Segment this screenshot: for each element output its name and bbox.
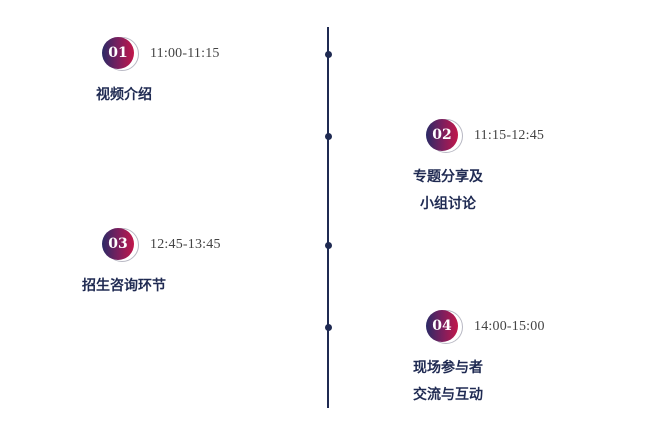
- item-title-line-1: 视频介绍: [96, 87, 152, 103]
- item-number: 03: [108, 236, 128, 252]
- item-title-line-1: 现场参与者: [413, 360, 483, 376]
- badge-circle: 02: [426, 119, 458, 151]
- badge-circle: 01: [102, 37, 134, 69]
- timeline-item-header: 01 11:00-11:15: [102, 36, 220, 72]
- item-number: 01: [108, 45, 128, 61]
- item-time: 12:45-13:45: [150, 237, 221, 252]
- item-time: 14:00-15:00: [474, 319, 545, 334]
- badge-circle: 03: [102, 228, 134, 260]
- item-title-line-2: 小组讨论: [420, 196, 476, 212]
- item-title-line-1: 专题分享及: [413, 169, 483, 185]
- timeline-dot-3: [324, 241, 332, 249]
- timeline-dot-1: [324, 50, 332, 58]
- timeline-axis: [327, 27, 329, 408]
- numbered-badge-icon: 04: [426, 309, 463, 345]
- badge-circle: 04: [426, 310, 458, 342]
- item-title-line-1: 招生咨询环节: [82, 278, 166, 294]
- item-title-line-2: 交流与互动: [413, 387, 483, 403]
- item-time: 11:00-11:15: [150, 46, 220, 61]
- item-number: 04: [432, 318, 452, 334]
- numbered-badge-icon: 02: [426, 118, 463, 154]
- item-number: 02: [432, 127, 452, 143]
- numbered-badge-icon: 01: [102, 36, 139, 72]
- timeline-dot-2: [324, 132, 332, 140]
- timeline-item-header: 03 12:45-13:45: [102, 227, 221, 263]
- numbered-badge-icon: 03: [102, 227, 139, 263]
- timeline-item-header: 04 14:00-15:00: [426, 309, 545, 345]
- item-time: 11:15-12:45: [474, 128, 545, 143]
- timeline-dot-4: [324, 323, 332, 331]
- timeline-item-header: 02 11:15-12:45: [426, 118, 544, 154]
